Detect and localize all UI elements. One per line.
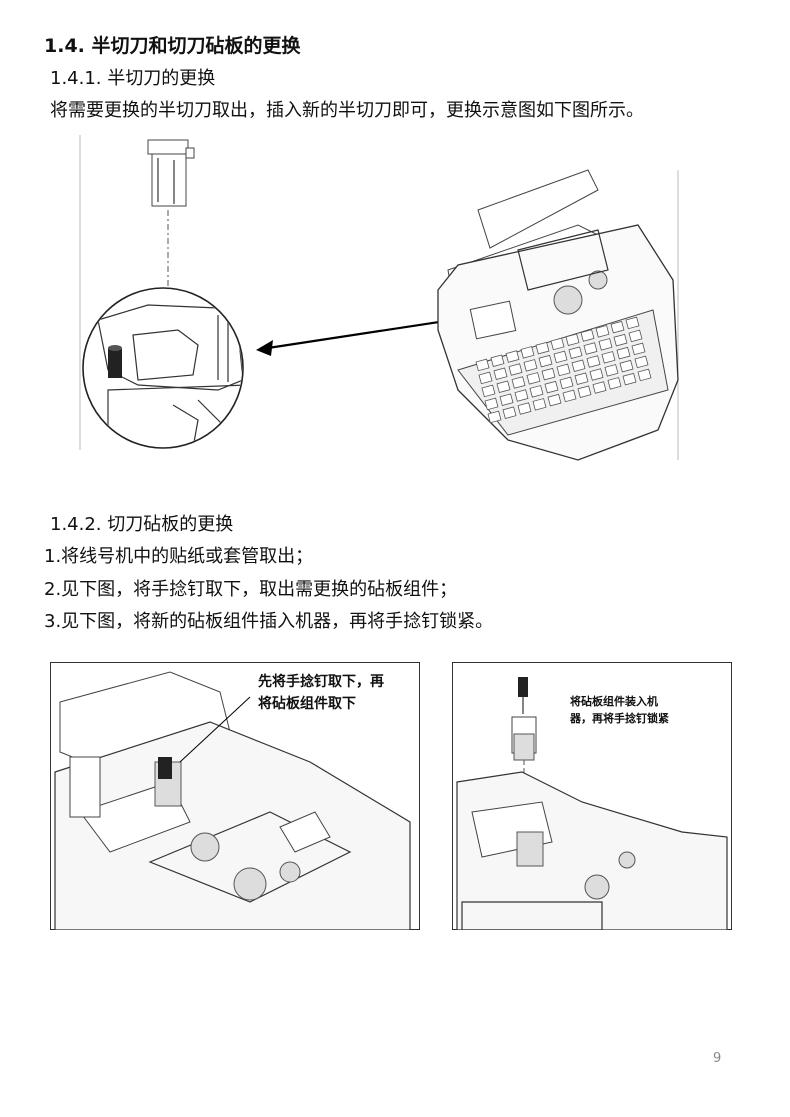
subsection-heading-1: 1.4.1. 半切刀的更换 [50,68,216,89]
instruction-text: 将需要更换的半切刀取出，插入新的半切刀即可，更换示意图如下图所示。 [50,100,644,121]
keyboard-key [613,333,628,347]
keyboard-key [577,385,592,398]
keyboard-key [634,355,649,369]
step-1: 1.将线号机中的贴纸或套管取出； [44,546,314,567]
keyboard-key [568,346,583,359]
keyboard-key [598,338,613,351]
keyboard-key [520,346,535,359]
keyboard-key [625,316,640,330]
keyboard-key [475,358,490,372]
keyboard-key [484,397,499,411]
keyboard-key [493,367,508,380]
keyboard-key [616,346,631,360]
right-figure-caption-line2: 器，再将手捻钉锁紧 [569,711,669,725]
step-2: 2.见下图，将手捻钉取下，取出需更换的砧板组件； [44,579,458,600]
left-figure-caption-line1: 先将手捻钉取下，再 [258,673,384,690]
keyboard-key [562,389,577,403]
keyboard-key [607,377,622,390]
keyboard-key [517,402,532,415]
keyboard-key [547,393,562,407]
keyboard-key [502,406,517,419]
keyboard-key [619,359,634,373]
subsection-heading-2: 1.4.2. 切刀砧板的更换 [50,514,234,535]
keyboard-key [559,376,574,390]
step-3: 3.见下图，将新的砧板组件插入机器，再将手捻钉锁紧。 [44,611,494,632]
keyboard-key [538,354,553,368]
keyboard-key [496,380,511,393]
magnified-detail-circle [82,287,244,449]
keyboard-key [556,363,571,377]
keyboard-key [508,363,523,376]
left-figure-caption-line2: 将砧板组件取下 [258,695,356,712]
keyboard-key [574,372,589,385]
keyboard-key [550,337,565,351]
keyboard-key [586,355,601,368]
keyboard-key [505,350,520,363]
keyboard-key [604,364,619,377]
keyboard-key [580,329,595,342]
keyboard-key [532,398,547,411]
keyboard-key [523,359,538,372]
label-printer-machine [437,169,679,461]
keyboard-key [529,385,544,398]
keyboard-key [592,381,607,394]
keyboard-keys [475,316,652,424]
keyboard-key [571,359,586,372]
section-heading: 1.4. 半切刀和切刀砧板的更换 [44,35,301,57]
keyboard-key [481,384,496,398]
keyboard-key [631,342,646,356]
keyboard-key [589,368,604,381]
anvil-removal-diagram: 先将手捻钉取下，再 将砧板组件取下 [50,662,420,930]
keyboard-key [553,350,568,364]
half-cutter-diagram [79,135,679,461]
keyboard-key [583,342,598,355]
keyboard-key [610,320,625,334]
keyboard-key [622,372,637,386]
right-figure-caption-line1: 将砧板组件装入机 [570,694,658,708]
keyboard-key [499,393,514,406]
keyboard-key [628,329,643,343]
keyboard-key [565,333,580,346]
keyboard-key [478,371,493,385]
keyboard-key [511,376,526,389]
keyboard-key [526,372,541,385]
keyboard-key [514,389,529,402]
keyboard-key [541,367,556,381]
anvil-install-diagram: 将砧板组件装入机 器，再将手捻钉锁紧 [452,662,732,930]
keyboard-key [637,368,652,382]
keyboard-key [490,354,505,367]
keyboard-key [601,351,616,364]
page-number: 9 [713,1051,722,1066]
keyboard-key [535,341,550,355]
half-cutter-blade [147,139,195,207]
keyboard-key [544,380,559,394]
keyboard-key [487,410,502,424]
keyboard-key [595,325,610,338]
